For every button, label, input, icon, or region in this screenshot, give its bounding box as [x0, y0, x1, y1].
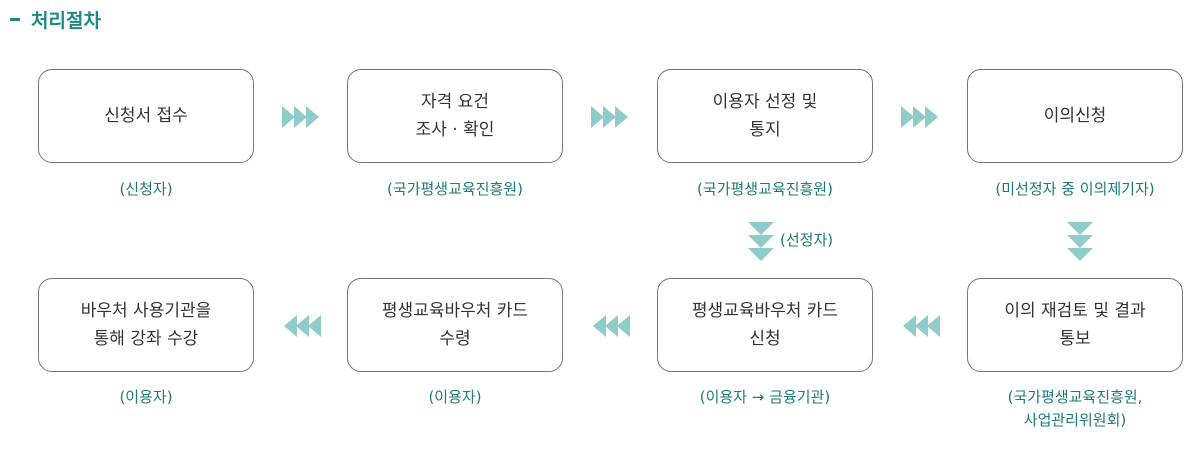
- arrow-left-icon: [284, 315, 321, 337]
- arrow-left-icon: [593, 315, 630, 337]
- step-box-eligibility-check: 자격 요건 조사 · 확인: [347, 69, 563, 163]
- arrow-right-icon: [591, 106, 628, 128]
- title-dash-icon: [10, 18, 20, 21]
- step-box-card-application: 평생교육바우처 카드 신청: [657, 278, 873, 372]
- step-box-attend-course: 바우처 사용기관을 통해 강좌 수강: [38, 278, 254, 372]
- step-role-user-bank: (이용자 → 금융기관): [699, 388, 831, 406]
- step-box-objection: 이의신청: [967, 69, 1183, 163]
- section-title-text: 처리절차: [31, 10, 101, 32]
- branch-label-selected: (선정자): [780, 231, 834, 249]
- step-box-card-receipt: 평생교육바우처 카드 수령: [347, 278, 563, 372]
- step-box-selection-notice: 이용자 선정 및 통지: [657, 69, 873, 163]
- step-box-review-result: 이의 재검토 및 결과 통보: [967, 278, 1183, 372]
- section-title: 처리절차: [10, 6, 101, 33]
- arrow-right-icon: [282, 106, 319, 128]
- arrow-left-icon: [903, 315, 940, 337]
- arrow-down-icon: [748, 222, 774, 261]
- step-box-application: 신청서 접수: [38, 69, 254, 163]
- step-role-nile-committee: (국가평생교육진흥원, 사업관리위원회): [1007, 388, 1143, 429]
- step-role-nile-2: (국가평생교육진흥원): [697, 180, 833, 198]
- arrow-down-icon: [1067, 222, 1093, 261]
- arrow-right-icon: [901, 106, 938, 128]
- step-role-nile-1: (국가평생교육진흥원): [387, 180, 523, 198]
- step-role-applicant: (신청자): [119, 180, 173, 198]
- step-role-user-2: (이용자): [119, 388, 173, 406]
- step-role-objector: (미선정자 중 이의제기자): [995, 180, 1155, 198]
- step-role-user-1: (이용자): [428, 388, 482, 406]
